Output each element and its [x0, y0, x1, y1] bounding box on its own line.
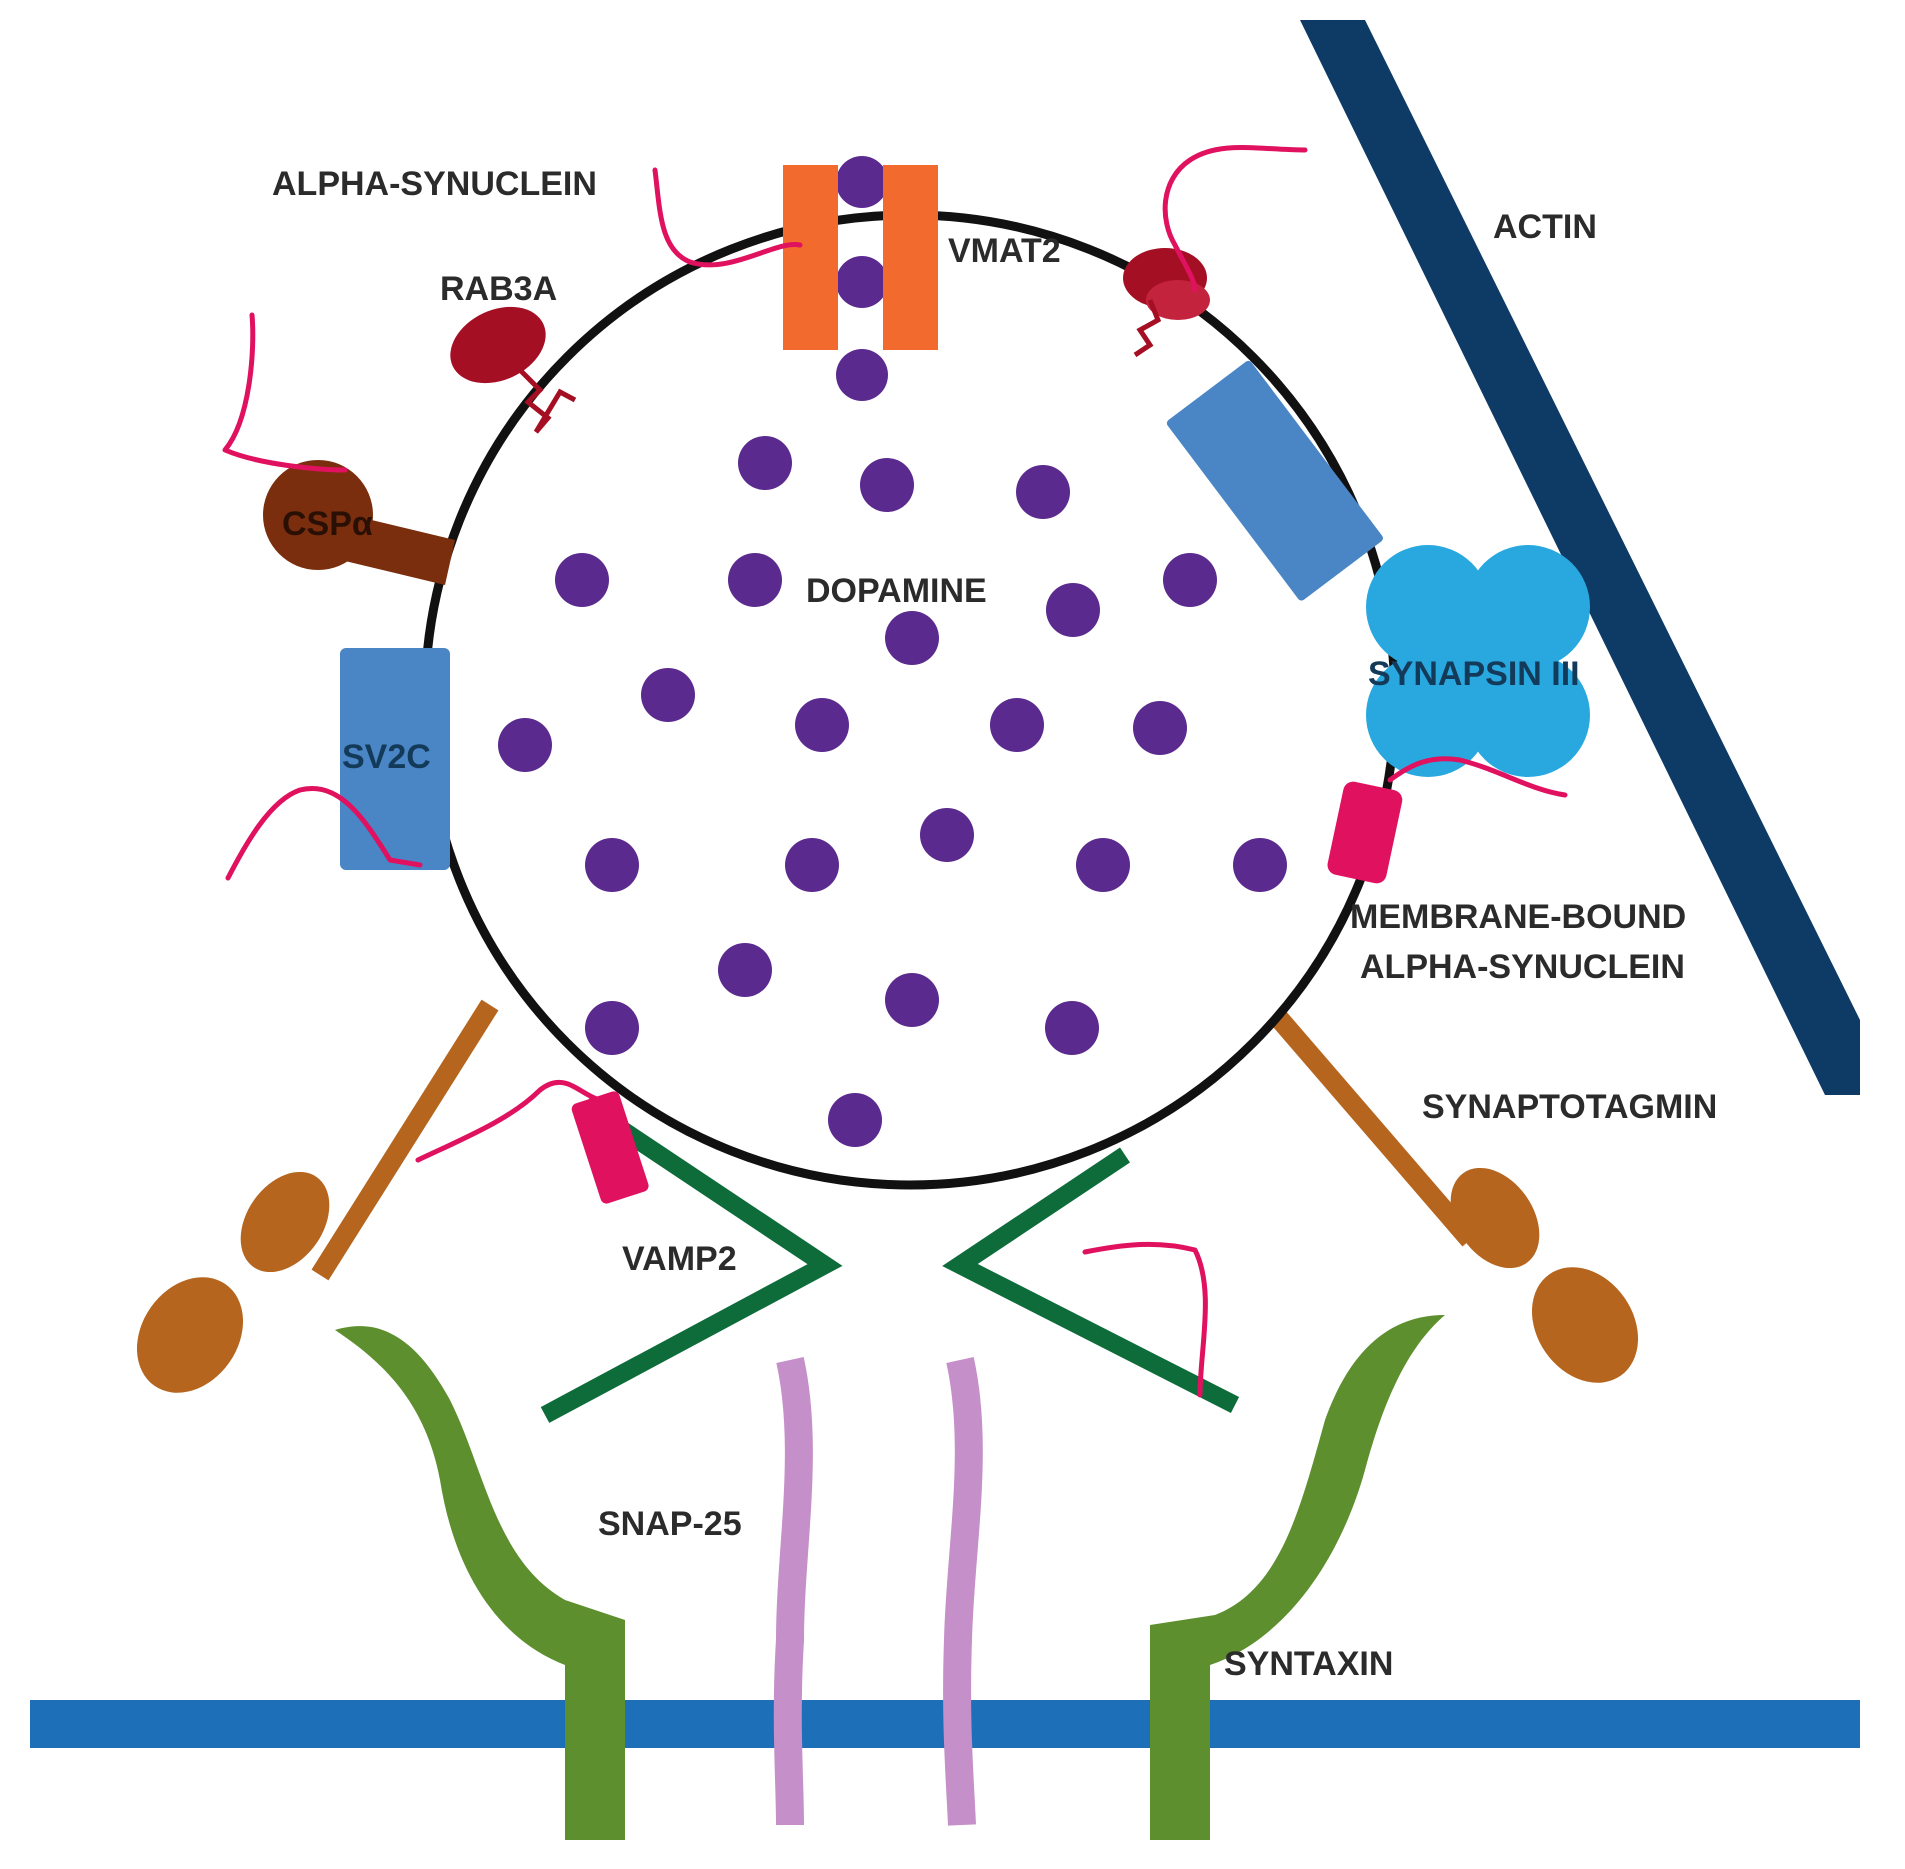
synaptotagmin-left [136, 999, 499, 1393]
actin-filament [1300, 20, 1860, 1095]
sv2c [340, 648, 450, 870]
cspa-label: CSPα [282, 505, 373, 543]
vamp2 [540, 1097, 1240, 1423]
synapsin-iii-label: SYNAPSIN III [1368, 655, 1580, 693]
snap25-label: SNAP-25 [598, 1505, 742, 1543]
snap25-strand-right [943, 1356, 983, 1826]
membrane-bound-label-line1: MEMBRANE-BOUND [1350, 898, 1686, 936]
synaptotagmin-right [1262, 1001, 1639, 1383]
snap25-strand-left [773, 1356, 813, 1826]
synapsin-iii [1366, 545, 1590, 777]
syntaxin-left [335, 1326, 625, 1840]
vmat2-label: VMAT2 [948, 232, 1061, 270]
dopamine-label: DOPAMINE [806, 572, 987, 610]
vamp2-alpha-synuclein-block [571, 1091, 649, 1204]
alpha-synuclein-strands [222, 145, 1568, 1398]
rab3a-left [450, 306, 577, 434]
syntaxin-right [1150, 1315, 1445, 1840]
syntaxin-label: SYNTAXIN [1224, 1645, 1393, 1683]
membrane-bound-label-line2: ALPHA-SYNUCLEIN [1360, 948, 1685, 986]
sv2c-label: SV2C [342, 738, 431, 776]
membrane-bound-alpha-synuclein [1327, 781, 1403, 884]
vesicle-protein-block [1166, 360, 1383, 601]
rab3a-label: RAB3A [440, 270, 557, 308]
dopamine-molecules [498, 156, 1287, 1147]
vmat2 [783, 165, 938, 350]
cspa [263, 460, 455, 585]
vesicle-membrane [420, 210, 1400, 1190]
actin-label: ACTIN [1493, 208, 1597, 246]
synaptotagmin-label: SYNAPTOTAGMIN [1422, 1088, 1717, 1126]
alpha-synuclein-label: ALPHA-SYNUCLEIN [272, 165, 597, 203]
vamp2-label: VAMP2 [622, 1240, 737, 1278]
